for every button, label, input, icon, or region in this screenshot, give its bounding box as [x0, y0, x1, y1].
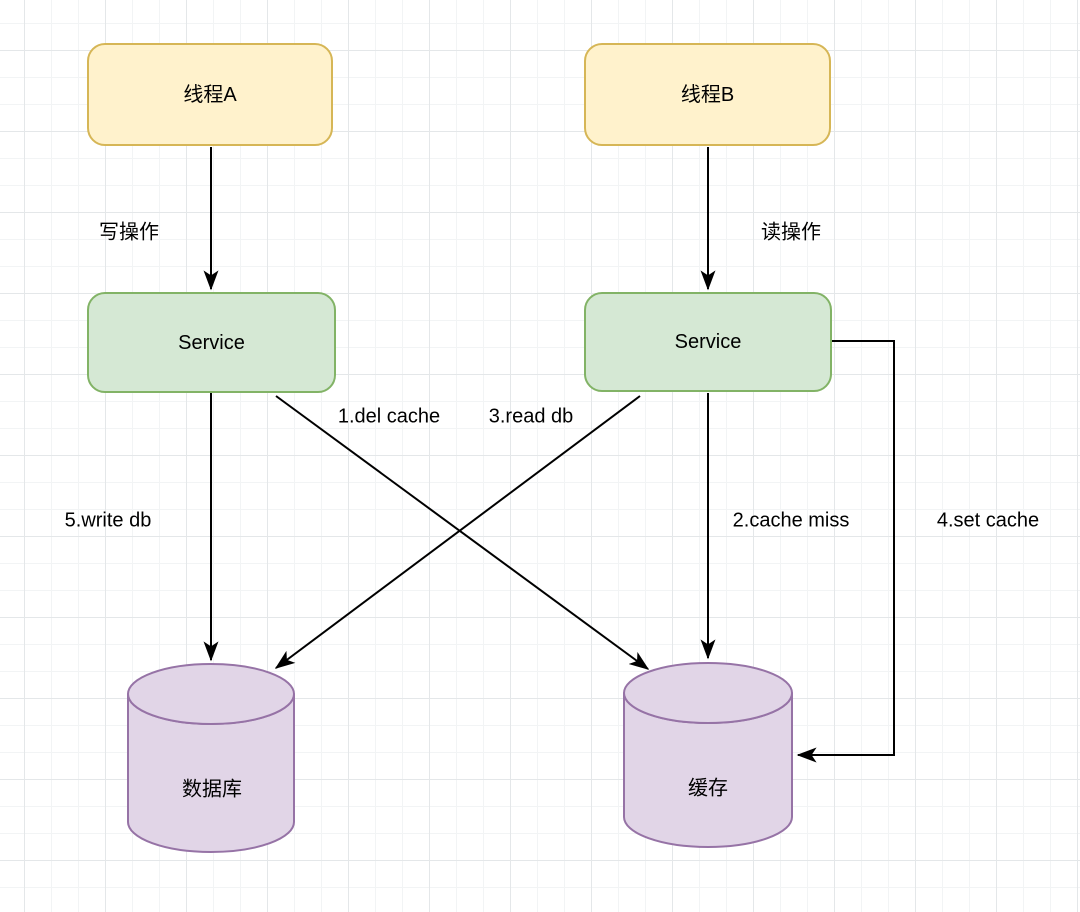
cylinder-cache-label: 缓存 — [688, 777, 728, 800]
edge-label-read-op: 读操作 — [761, 221, 821, 244]
node-service-right: Service — [584, 292, 832, 392]
node-thread-a: 线程A — [87, 43, 333, 146]
edge-label-cache-miss: 2.cache miss — [732, 509, 850, 532]
node-service-left-label: Service — [178, 331, 245, 354]
edge-label-write-op: 写操作 — [99, 221, 159, 244]
cylinder-cache-top — [623, 662, 793, 724]
node-thread-a-label: 线程A — [183, 83, 237, 106]
arrow-read-db — [274, 395, 641, 669]
cylinder-cache — [623, 662, 793, 848]
arrow-del-cache — [275, 395, 650, 670]
cylinder-database-label: 数据库 — [182, 778, 242, 801]
cylinder-database-top — [127, 663, 295, 725]
node-service-right-label: Service — [674, 331, 742, 353]
node-thread-b-label: 线程B — [680, 83, 735, 106]
node-thread-b: 线程B — [584, 43, 831, 146]
edge-label-del-cache: 1.del cache — [337, 405, 441, 428]
edge-label-set-cache: 4.set cache — [936, 509, 1040, 532]
cylinder-database — [127, 663, 295, 853]
arrow-set-cache — [796, 340, 895, 763]
node-service-left: Service — [87, 292, 336, 393]
edge-label-write-db: 5.write db — [64, 509, 152, 532]
edge-label-read-db: 3.read db — [488, 405, 574, 428]
